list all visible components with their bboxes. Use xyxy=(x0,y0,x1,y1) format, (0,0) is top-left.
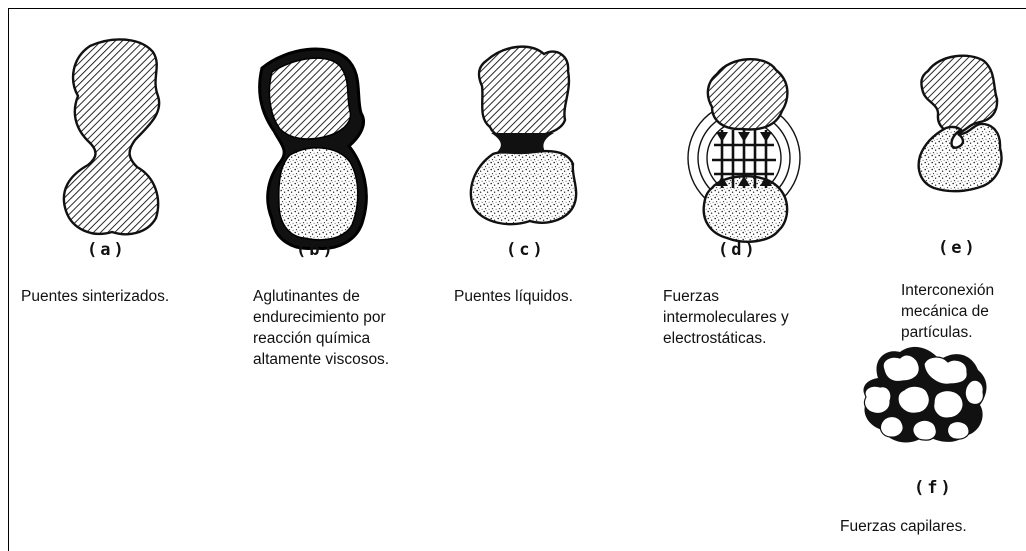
caption-b: Aglutinantes de endurecimiento por reacc… xyxy=(253,288,390,368)
caption-d: Fuerzas intermoleculares y electrostátic… xyxy=(663,288,789,347)
figure-label-d: (d) xyxy=(718,240,758,260)
figure-frame xyxy=(8,8,1026,551)
figure-label-f: (f) xyxy=(914,478,954,498)
chemical-binder-drawing xyxy=(258,47,368,250)
mechanical-interlock-drawing xyxy=(917,54,1003,193)
sintered-bridge-drawing xyxy=(62,38,161,236)
caption-f: Fuerzas capilares. xyxy=(840,518,967,535)
figure-label-e: (e) xyxy=(938,238,978,258)
caption-e: Interconexión mecánica de partículas. xyxy=(901,282,995,341)
figure-label-c: (c) xyxy=(506,240,546,260)
capillary-forces-drawing xyxy=(863,346,987,443)
caption-c: Puentes líquidos. xyxy=(454,288,573,305)
figure-label-a: (a) xyxy=(87,240,127,260)
caption-a: Puentes sinterizados. xyxy=(21,288,170,305)
electrostatic-forces-drawing xyxy=(687,58,801,243)
figure-label-b: (b) xyxy=(296,240,336,260)
liquid-bridge-drawing xyxy=(469,45,578,226)
